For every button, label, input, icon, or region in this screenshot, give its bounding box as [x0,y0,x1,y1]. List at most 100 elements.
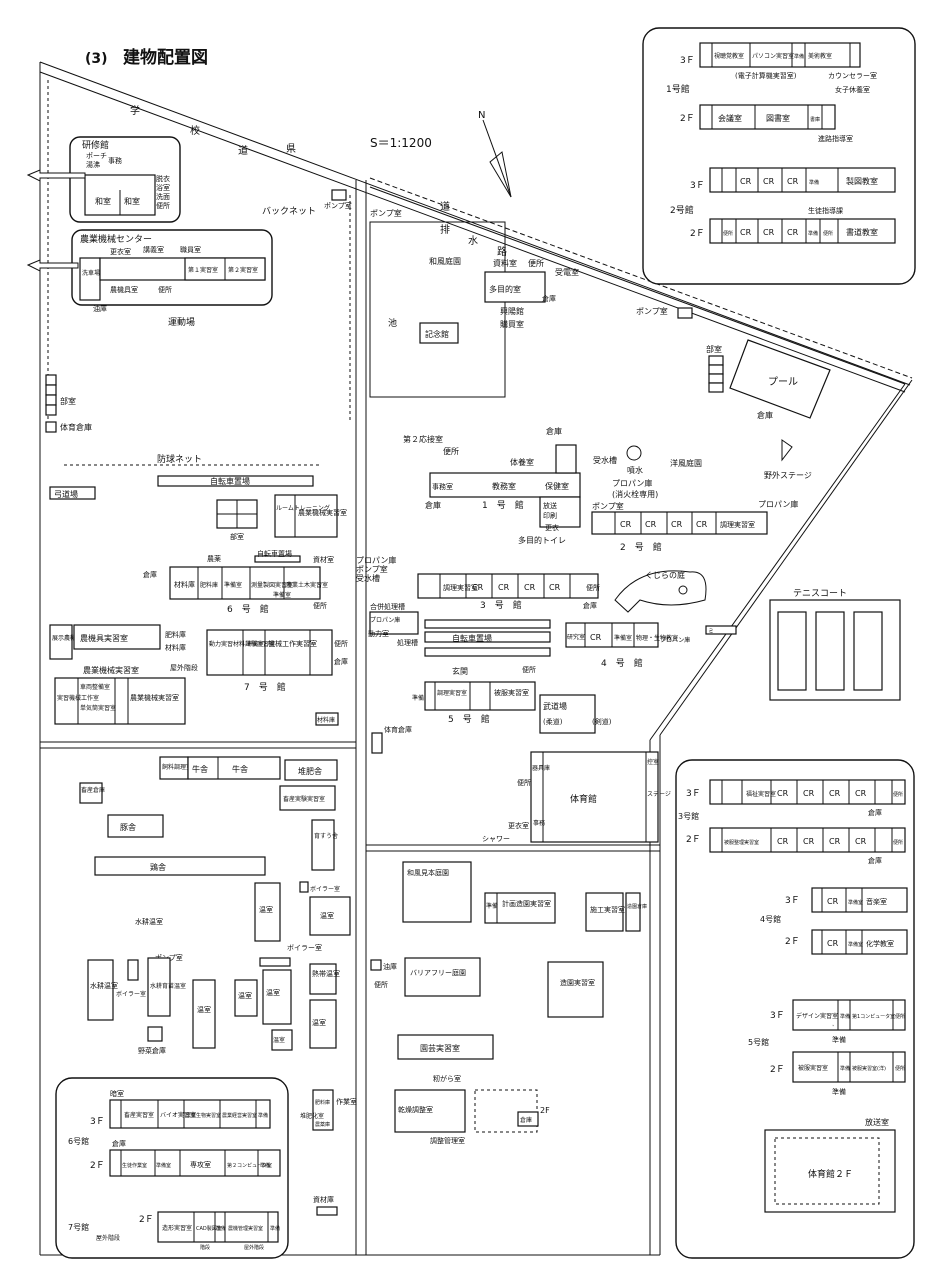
building-5: 玄関 便所 準備 調理実習室 被服実習室 5 号 館 武道場 (柔道) (剣道)… [371,665,612,754]
composting-label: 堆肥化室 [300,1112,324,1120]
treatment-tank-label: 処理槽 [397,638,418,647]
cr-right-2: CR [803,789,815,798]
sewing-lab-label: 被服実習室 [494,688,529,697]
small-sheds: 作業室 肥料庫 堆肥化室 農薬庫 資材庫 [300,1089,357,1216]
compost-shed-label: 堆肥舎 [298,766,322,776]
cr-top-1: CR [740,177,752,186]
pump-room-label-1: ポンプ室 [324,201,352,210]
building-1-label: 1 号 館 [482,499,524,511]
fire-hydrant-label: (消火栓専用) [612,489,658,499]
toilet-label-6: 便所 [586,583,600,592]
archive-room-label: 資料室 [493,258,517,268]
chemistry-room-label: 化学教室 [866,939,894,948]
lab-2-label: 第２実習室 [228,266,258,274]
agri-mgmt-lab-label: 農業経営実習室 [222,1112,257,1119]
toilet-label-4: 便所 [443,446,459,456]
agri-center-label: 農業機械センター [80,233,152,245]
gym-storage-label-2: 体育倉庫 [384,725,412,734]
storage-right-1: 倉庫 [868,808,882,817]
shower-label: シャワー [482,835,510,843]
inset-buildings-3-4-5: 3Ｆ 3号館 2Ｆ 3Ｆ 4号館 2Ｆ 3Ｆ 5号館 2Ｆ 福祉実習室 CR C… [675,759,915,1259]
memorial-hall-label: 記念館 [425,329,449,339]
fertilizer-storage-label: 肥料庫 [200,581,218,589]
livestock-lab-upper-label: 畜産実習室 [124,1111,154,1119]
road-char-1: 学 [130,104,140,117]
japanese-room-2: 和室 [124,196,140,206]
whale-garden-label: くじらの庭 [645,570,685,580]
cr-right-6: CR [803,837,815,846]
inset-top-floor-3-a: 3Ｆ [680,56,695,66]
pump-room-label-4: ポンプ室 [592,501,624,511]
prep-right-3: 準備 [840,1013,850,1020]
staff-room-label: 職員室 [180,245,201,254]
training-hall-label: 研修館 [82,139,109,151]
broadcast-label: 放送 [543,501,557,510]
building-2: CR CR CR CR 調理実習室 2 号 館 [591,511,768,553]
accessible-toilet-label: 多目的トイレ [518,535,566,545]
storage-label-7: 倉庫 [520,1116,532,1124]
meeting-room-label: 会議室 [718,113,742,123]
student-guidance-label: 生徒指導課 [808,206,843,215]
pool-storage-label: 倉庫 [757,410,773,420]
prep-room-6a: 準備室 [224,581,242,589]
brooder-label: 育すう舎 [314,832,338,840]
survey-lab-label: 測量製図実習室 [251,581,293,589]
club-rooms-left: 部室 体育倉庫 [45,374,92,433]
prep-bottom-4: 準備 [216,1225,226,1232]
fertilizer-storage-label-2: 肥料庫 [165,630,186,639]
prep-bottom-3: 準備 [260,1162,270,1169]
inset-bottom-floor-2: 2Ｆ [90,1161,105,1171]
judo-label: (柔道) [543,717,563,726]
storage-label-6: 倉庫 [334,657,348,666]
prep-right-2: 準備室 [848,941,863,948]
cr-right-10: CR [827,939,839,948]
storage-label-3: 倉庫 [425,500,441,510]
propane-label-2: プロパン庫 [758,499,798,509]
north-label: N [478,110,485,121]
storage-label-1: 倉庫 [542,294,556,303]
machining-lab-label: 機械工作実習室 [268,639,317,648]
livestock-area: 飼料調理室 牛舎 牛舎 堆肥舎 畜産倉庫 畜産実験実習室 豚舎 育すう舎 鶏舎 … [79,756,351,942]
toilet-label-9: 便所 [517,778,531,787]
club-room-label-2: 部室 [706,344,722,354]
boiler-room-label-3: ボイラー室 [287,943,322,952]
prep-label-l: 準備 [486,902,498,910]
stage-label: ステージ [647,791,671,798]
cr-right-3: CR [829,789,841,798]
adjustment-room-label: 調整管理室 [430,1136,465,1145]
cr-top-4: CR [740,228,752,237]
cowshed-label-2: 牛舎 [232,764,248,774]
building-2-label: 2 号 館 [620,541,662,553]
cr-2-4: CR [696,520,708,529]
drafting-room-label: 製図教室 [846,176,878,186]
cowshed-label-1: 牛舎 [192,764,208,774]
hydro-seedling-label: 水耕育苗温室 [150,982,186,990]
map-title: 建物配置図 [123,47,208,68]
playground-label: 運動場 [168,316,195,328]
road-char-7: 水 [468,235,478,247]
calligraphy-room-label: 書道教室 [846,227,878,237]
vegetable-storage-label: 野菜倉庫 [138,1046,166,1055]
power-room-label-2: 動力室 [368,629,389,638]
section-number: (3) [85,51,108,67]
prep-bottom-2: 準備室 [156,1162,171,1169]
toilet-top-1: 便所 [723,230,733,237]
road-char-4: 県 [286,143,296,155]
toilet-label-8: 便所 [522,665,536,674]
inset-bottom-building-7: 7号館 [68,1222,89,1232]
training-hall-area: 研修館 ポーチ 湯沸 事務 脱衣 浴室 洗面 便所 和室 和室 [26,136,181,223]
inset-right-building-3: 3号館 [678,811,699,821]
pump-room-label-3: ポンプ室 [636,306,668,316]
boiler-room-label-1: ボイラー室 [310,885,340,893]
husk-room-label: 籾がら室 [433,1074,461,1083]
building-5-label: 5 号 館 [448,713,490,725]
equipment-room-label: 農機具室 [110,285,138,294]
cr-top-6: CR [787,228,799,237]
inset-right-floor-3-b: 3Ｆ [785,896,800,906]
inset-bottom-floor-3: 3Ｆ [90,1117,105,1127]
vehicle-maintenance-label: 車両整備室 [80,683,110,691]
art-room-label: 美術教室 [808,52,832,60]
outdoor-stairs-bottom-label: 屋外階段 [96,1234,120,1242]
inset-bottom-floor-2-b: 2Ｆ [139,1215,154,1225]
storage-right-2: 倉庫 [868,856,882,865]
